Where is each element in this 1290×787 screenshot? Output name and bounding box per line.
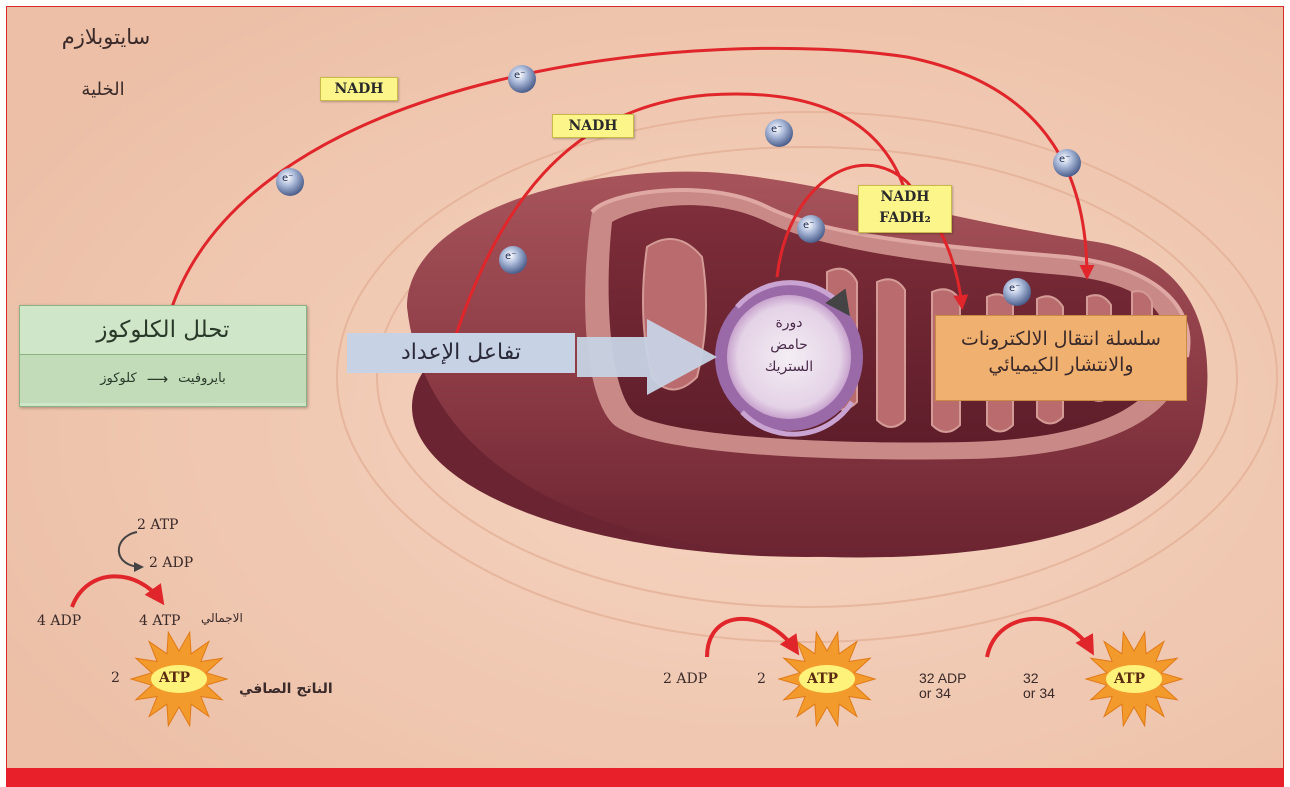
adp-input-label: 4 ADP (37, 613, 81, 629)
cycle-line-1: دورة (739, 312, 839, 334)
diagram-canvas: e⁻ e⁻ e⁻ e⁻ e⁻ e⁻ e⁻ سايتوبلازم الخلية N… (6, 6, 1284, 770)
etc-line-1: سلسلة انتقال الالكترونات (936, 326, 1186, 352)
citric-acid-cycle-label: دورة حامض الستريك (739, 312, 839, 378)
glycolysis-subtitle: كلوكوز ⟶ بايروفيت (20, 355, 306, 403)
nadh-text: NADH (859, 186, 951, 208)
middle-adp-label: 2 ADP (663, 671, 707, 687)
cytoplasm-label: سايتوبلازم (31, 25, 181, 49)
net-count: 2 (111, 670, 120, 686)
total-label: الاجمالي (201, 611, 243, 625)
etc-line-2: والانتشار الكيميائي (936, 352, 1186, 378)
electron-transport-chain-box: سلسلة انتقال الالكترونات والانتشار الكيم… (935, 315, 1187, 401)
electron-label: e⁻ (771, 124, 782, 135)
glucose-label: كلوكوز (100, 355, 136, 403)
arrow-left-icon: ⟶ (147, 355, 169, 403)
nadh-fadh2-label: NADH FADH₂ (858, 185, 952, 233)
cell-label: الخلية (53, 79, 153, 100)
pyruvate-label: بايروفيت (178, 355, 226, 403)
glycolysis-box: تحلل الكلوكوز كلوكوز ⟶ بايروفيت (19, 305, 307, 407)
top-atp-label: 2 ATP (137, 517, 178, 533)
nadh-label-prep: NADH (552, 114, 634, 138)
right-adp-line1: 32 ADP (919, 671, 966, 686)
electron-label: e⁻ (282, 173, 293, 184)
right-adp-label: 32 ADP or 34 (919, 671, 966, 701)
bottom-red-bar (6, 768, 1284, 787)
fadh2-text: FADH₂ (859, 208, 951, 228)
prep-reaction-label: تفاعل الإعداد (347, 333, 575, 373)
electron-label: e⁻ (803, 220, 814, 231)
cycle-line-2: حامض (739, 334, 839, 356)
electron-label: e⁻ (1009, 283, 1020, 294)
right-count-line2: or 34 (1023, 686, 1055, 701)
atp-burst-middle-label: ATP (807, 671, 838, 687)
right-count-label: 32 or 34 (1023, 671, 1055, 701)
top-adp-label: 2 ADP (149, 555, 193, 571)
atp-burst-right-label: ATP (1114, 671, 1145, 687)
right-adp-line2: or 34 (919, 686, 966, 701)
right-count-line1: 32 (1023, 671, 1055, 686)
electron-label: e⁻ (505, 251, 516, 262)
nadh-label-glycolysis: NADH (320, 77, 398, 101)
electron-label: e⁻ (1059, 154, 1070, 165)
atp-output-label: 4 ATP (139, 613, 180, 629)
middle-count: 2 (757, 671, 766, 687)
net-yield-label: الناتج الصافي (239, 681, 333, 697)
glycolysis-title: تحلل الكلوكوز (20, 306, 306, 355)
cycle-line-3: الستريك (739, 356, 839, 378)
electron-label: e⁻ (514, 70, 525, 81)
atp-burst-left-label: ATP (159, 670, 190, 686)
